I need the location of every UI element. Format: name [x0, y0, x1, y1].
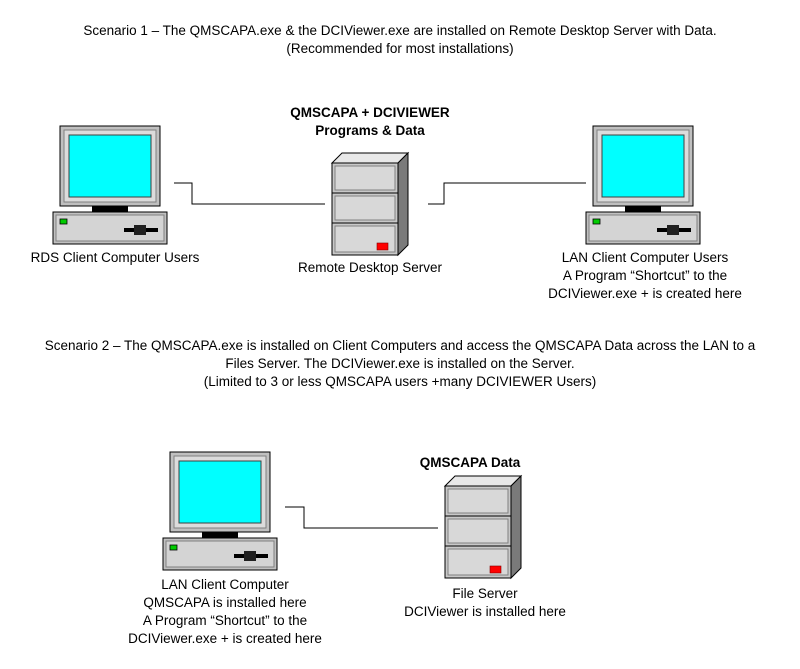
rds-server-title-line2: Programs & Data [315, 123, 425, 138]
remote-desktop-server-icon [331, 152, 409, 256]
lan-client-computer-label-line4: DCIViewer.exe + is created here [128, 631, 322, 646]
lan-client-computer-label: LAN Client Computer QMSCAPA is installed… [110, 576, 340, 648]
lan-client-computer-icon [162, 451, 278, 571]
scenario2-heading-line2: Files Server. The DCIViewer.exe is insta… [225, 356, 575, 371]
scenario2-heading-line1: Scenario 2 – The QMSCAPA.exe is installe… [44, 338, 756, 353]
rds-server-label: Remote Desktop Server [297, 260, 443, 275]
scenario2-heading-line3: (Limited to 3 or less QMSCAPA users +man… [203, 374, 597, 389]
rds-server-title: QMSCAPA + DCIVIEWER Programs & Data [280, 104, 460, 140]
lan-client-label-line3: DCIViewer.exe + is created here [548, 286, 742, 301]
scenario1-heading: Scenario 1 – The QMSCAPA.exe & the DCIVi… [0, 22, 800, 58]
file-server-icon [444, 475, 522, 579]
scenario1-heading-line2: (Recommended for most installations) [286, 41, 514, 56]
lan-client-computer-label-line1: LAN Client Computer [161, 577, 289, 592]
lan-client-computer-label-line2: QMSCAPA is installed here [143, 595, 307, 610]
file-server-label: File Server DCIViewer is installed here [380, 585, 590, 621]
rds-client-computer-icon [52, 125, 168, 245]
scenario1-heading-line1: Scenario 1 – The QMSCAPA.exe & the DCIVi… [83, 23, 717, 38]
lan-client-label-line2: A Program “Shortcut” to the [562, 268, 728, 283]
connector-line [428, 182, 586, 205]
rds-server-title-line1: QMSCAPA + DCIVIEWER [290, 105, 450, 120]
file-server-label-line2: DCIViewer is installed here [404, 604, 566, 619]
file-server-title: QMSCAPA Data [419, 455, 521, 470]
connector-line [285, 506, 438, 529]
connector-line [174, 182, 325, 205]
lan-client-label: LAN Client Computer Users A Program “Sho… [525, 249, 765, 303]
scenario2-heading: Scenario 2 – The QMSCAPA.exe is installe… [0, 337, 800, 391]
lan-client-computer-icon [585, 125, 701, 245]
file-server-label-line1: File Server [452, 586, 518, 601]
lan-client-label-line1: LAN Client Computer Users [561, 250, 729, 265]
rds-client-label: RDS Client Computer Users [30, 250, 200, 265]
lan-client-computer-label-line3: A Program “Shortcut” to the [142, 613, 308, 628]
